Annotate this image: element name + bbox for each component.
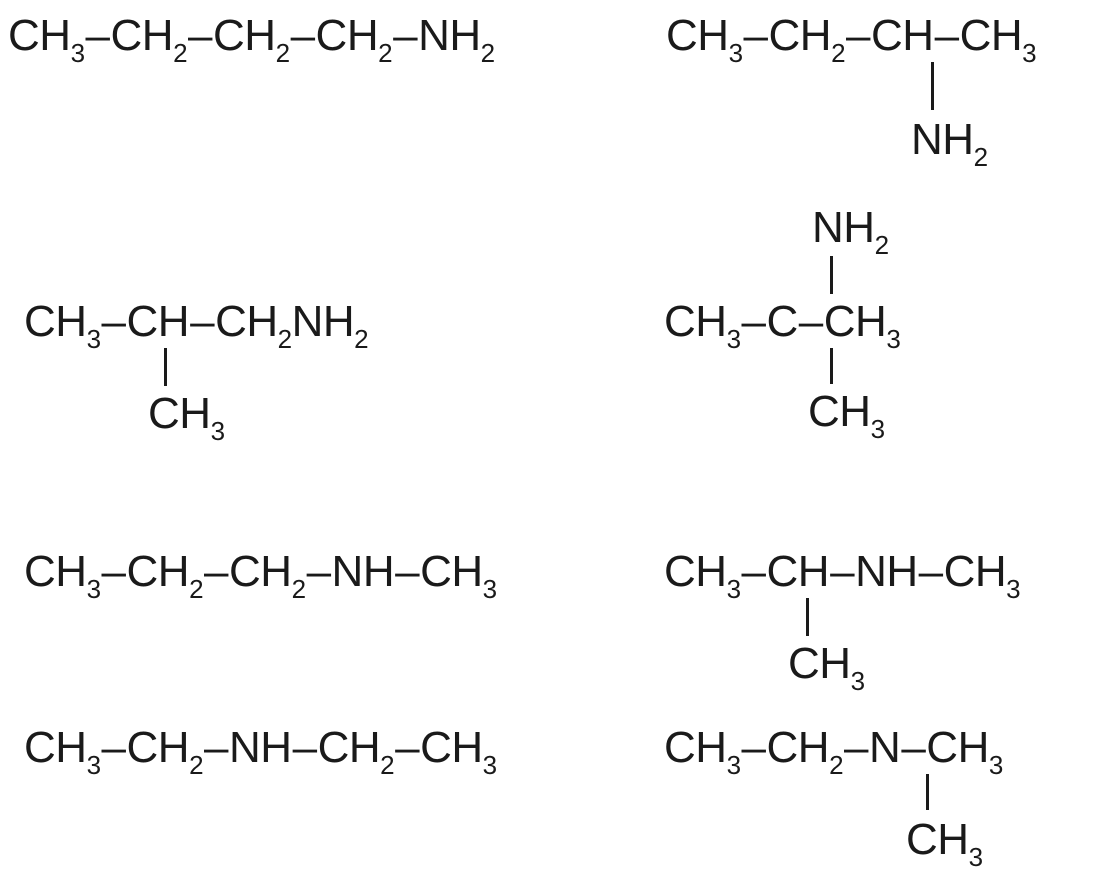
atom-group: CH3 bbox=[420, 547, 497, 604]
bond: – bbox=[830, 547, 855, 596]
bond-vertical bbox=[931, 62, 934, 110]
substituent-ch3-bottom: CH3 bbox=[808, 387, 885, 444]
bond: – bbox=[395, 547, 420, 596]
bond: – bbox=[743, 11, 768, 60]
bond: – bbox=[741, 723, 766, 772]
structure-butan-1-amine: CH3–CH2–CH2–CH2–NH2 bbox=[8, 11, 495, 68]
atom-group: CH2 bbox=[126, 723, 204, 780]
bond-vertical-bottom bbox=[830, 348, 833, 384]
bond: – bbox=[290, 11, 315, 60]
bond-vertical-top bbox=[830, 256, 833, 294]
atom-group: CH2NH2 bbox=[215, 297, 369, 354]
bond: – bbox=[190, 297, 215, 346]
substituent-nh2: NH2 bbox=[911, 115, 988, 172]
bond: – bbox=[901, 723, 926, 772]
bond-vertical bbox=[806, 598, 809, 636]
atom-group: CH2 bbox=[213, 11, 290, 68]
bond: – bbox=[188, 11, 213, 60]
bond-vertical bbox=[164, 348, 167, 386]
bond: – bbox=[844, 723, 869, 772]
atom-group: CH2 bbox=[110, 11, 188, 68]
bond: – bbox=[101, 723, 126, 772]
substituent-ch3: CH3 bbox=[148, 389, 225, 446]
atom-group: CH2 bbox=[126, 547, 204, 604]
bond: – bbox=[85, 11, 110, 60]
atom-group: NH bbox=[331, 547, 395, 596]
bond: – bbox=[204, 547, 229, 596]
atom-group: CH3 bbox=[823, 297, 901, 354]
atom-group: CH2 bbox=[766, 723, 844, 780]
atom-group: CH3 bbox=[24, 297, 101, 354]
bond: – bbox=[741, 547, 766, 596]
atom-group: CH3 bbox=[959, 11, 1037, 68]
structure-2-methylpropan-1-amine: CH3–CH–CH2NH2 bbox=[24, 297, 369, 354]
bond: – bbox=[393, 11, 418, 60]
bond-vertical bbox=[926, 774, 929, 810]
atom-group: CH2 bbox=[315, 11, 393, 68]
atom-group: CH3 bbox=[24, 723, 101, 780]
atom-group: CH3 bbox=[664, 297, 741, 354]
bond: – bbox=[846, 11, 871, 60]
bond: – bbox=[101, 297, 126, 346]
bond: – bbox=[204, 723, 229, 772]
atom-group: CH3 bbox=[24, 547, 101, 604]
structure-n-methylpropan-1-amine: CH3–CH2–CH2–NH–CH3 bbox=[24, 547, 497, 604]
structure-2-methylpropan-2-amine: CH3 – C – CH3 bbox=[664, 297, 901, 354]
atom-group: CH2 bbox=[229, 547, 306, 604]
atom-group: CH3 bbox=[943, 547, 1021, 604]
atom-group: CH bbox=[766, 547, 830, 596]
substituent-ch3: CH3 bbox=[906, 815, 983, 872]
atom-group: NH2 bbox=[418, 11, 495, 68]
atom-group: CH3 bbox=[420, 723, 497, 780]
atom-group: N bbox=[869, 723, 901, 772]
structure-n-methylpropan-2-amine: CH3–CH–NH–CH3 bbox=[664, 547, 1021, 604]
substituent-ch3: CH3 bbox=[788, 639, 865, 696]
atom-group: CH bbox=[871, 11, 934, 60]
structure-n-n-dimethylethanamine: CH3–CH2–N–CH3 bbox=[664, 723, 1003, 780]
structure-diethylamine: CH3–CH2–NH–CH2–CH3 bbox=[24, 723, 497, 780]
bond: – bbox=[918, 547, 943, 596]
substituent-nh2-top: NH2 bbox=[812, 203, 889, 260]
bond: – bbox=[101, 547, 126, 596]
atom-group: CH3 bbox=[664, 723, 741, 780]
structure-butan-2-amine: CH3–CH2–CH–CH3 bbox=[666, 11, 1037, 68]
bond: – bbox=[292, 723, 317, 772]
bond: – bbox=[395, 723, 420, 772]
atom-group: CH3 bbox=[664, 547, 741, 604]
atom-group: C bbox=[766, 297, 799, 346]
atom-group: CH3 bbox=[8, 11, 85, 68]
atom-group: CH2 bbox=[768, 11, 846, 68]
atom-group: CH3 bbox=[666, 11, 743, 68]
atom-group: CH2 bbox=[317, 723, 395, 780]
bond: – bbox=[306, 547, 331, 596]
bond: – bbox=[934, 11, 959, 60]
atom-group: NH bbox=[229, 723, 292, 772]
atom-group: NH bbox=[855, 547, 918, 596]
bond: – bbox=[741, 297, 766, 346]
atom-group: CH bbox=[126, 297, 190, 346]
bond: – bbox=[798, 297, 823, 346]
atom-group: CH3 bbox=[926, 723, 1003, 780]
